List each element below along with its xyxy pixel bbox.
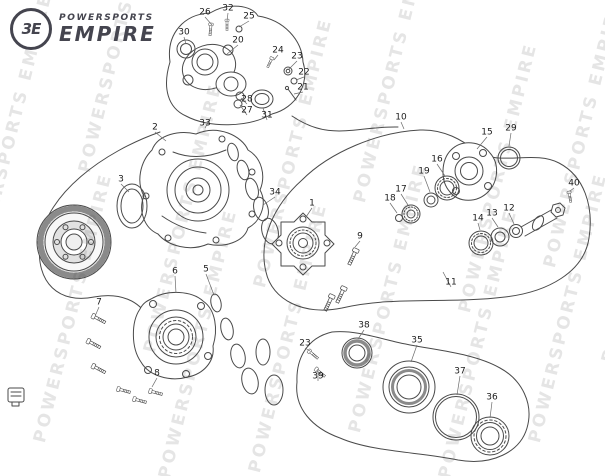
part-callout-38: 38 [358,320,370,331]
part-callout-1: 1 [309,198,315,209]
brand-name-empire: EMPIRE [59,22,156,46]
brand-monogram: 3E [21,20,42,38]
part-callout-2: 2 [152,122,158,133]
breather-clip [7,387,25,407]
part-callout-27: 27 [241,105,253,116]
brand-wordmark: POWERSPORTS EMPIRE [59,13,156,46]
part-callout-7: 7 [96,297,102,308]
part-callout-21: 21 [297,82,309,93]
brand-name-powersports: POWERSPORTS [59,13,154,23]
part-callout-14: 14 [472,213,484,224]
part-callout-23: 23 [299,338,311,349]
part-callout-34: 34 [269,187,281,198]
brand-logo-icon: 3E [10,8,52,50]
part-callout-29: 29 [505,123,517,134]
part-callout-25: 25 [243,11,255,22]
part-callout-32: 32 [222,3,234,14]
part-callout-13: 13 [486,208,498,219]
gasket [116,183,148,229]
connector-curves [38,115,399,319]
part-callout-24: 24 [272,45,284,56]
part-callout-10: 10 [395,112,407,123]
part-callout-35: 35 [411,335,423,346]
part-callout-11: 11 [445,277,457,288]
part-callout-17: 17 [395,184,407,195]
part-callout-31: 31 [261,110,273,121]
part-callout-26: 26 [199,7,211,18]
part-callout-33: 33 [199,118,211,129]
part-callout-8: 8 [154,368,160,379]
part-callout-20: 20 [232,35,244,46]
part-callout-18: 18 [384,193,396,204]
top-sub-assembly [166,5,306,126]
part-callout-19: 19 [418,166,430,177]
part-callout-36: 36 [486,392,498,403]
part-callout-3: 3 [118,174,124,185]
part-callout-9: 9 [357,231,363,242]
part-callout-28: 28 [241,94,253,105]
part-callout-5: 5 [203,264,209,275]
ring-gear [36,204,112,280]
brand-logo: 3E POWERSPORTS EMPIRE [10,8,156,50]
cover-sub-assembly [85,292,284,406]
part-callout-23: 23 [291,51,303,62]
part-callout-37: 37 [454,366,466,377]
part-callout-6: 6 [172,266,178,277]
part-callout-22: 22 [298,67,310,78]
pinion-sub-assembly [263,129,591,311]
part-callout-15: 15 [481,127,493,138]
part-callout-16: 16 [431,154,443,165]
part-callout-40: 40 [568,178,580,189]
part-callout-39: 39 [312,371,324,382]
part-callout-12: 12 [503,203,515,214]
seal-sub-assembly [296,331,530,462]
bearing-carrier-plate [271,212,335,276]
part-callout-30: 30 [178,27,190,38]
